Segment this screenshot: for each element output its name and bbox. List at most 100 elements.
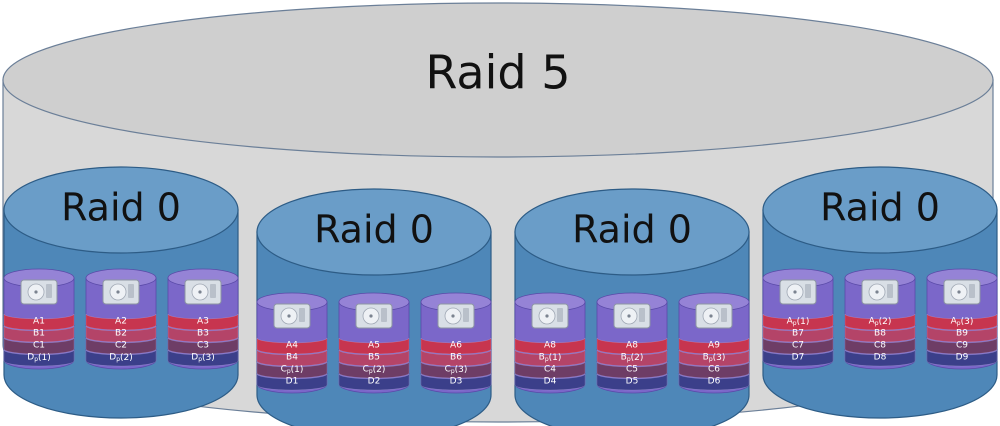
data-block: D4 bbox=[514, 373, 586, 391]
data-block: Dp(2) bbox=[85, 349, 157, 367]
data-block: B1 bbox=[3, 325, 75, 343]
hard-drive-icon bbox=[943, 279, 981, 305]
raid0-title: Raid 0 bbox=[820, 186, 940, 230]
data-block: C1 bbox=[3, 337, 75, 355]
data-block-label: D7 bbox=[792, 353, 805, 363]
data-block-label: Bp(2) bbox=[621, 353, 644, 363]
data-block: Dp(1) bbox=[3, 349, 75, 367]
data-block-label: Ap(3) bbox=[951, 317, 974, 327]
raid5-title: Raid 5 bbox=[425, 46, 570, 100]
data-block: D2 bbox=[338, 373, 410, 391]
data-block-label: B8 bbox=[874, 329, 886, 339]
data-block: B3 bbox=[167, 325, 239, 343]
data-block-label: Ap(1) bbox=[787, 317, 810, 327]
data-block: D3 bbox=[420, 373, 492, 391]
data-block: Ap(1) bbox=[762, 313, 834, 331]
data-block: Bp(2) bbox=[596, 349, 668, 367]
hard-drive-icon bbox=[20, 279, 58, 305]
data-block-label: D2 bbox=[368, 377, 381, 387]
data-block-label: A8 bbox=[544, 341, 556, 351]
data-block-label: C6 bbox=[708, 365, 720, 375]
data-block-label: B7 bbox=[792, 329, 804, 339]
data-block-label: A5 bbox=[368, 341, 380, 351]
hard-drive-icon bbox=[184, 279, 222, 305]
data-block: Cp(3) bbox=[420, 361, 492, 379]
data-block-label: Cp(3) bbox=[445, 365, 468, 375]
raid0-title: Raid 0 bbox=[314, 208, 434, 252]
data-block: C4 bbox=[514, 361, 586, 379]
data-block-label: C3 bbox=[197, 341, 209, 351]
hard-drive-icon bbox=[861, 279, 899, 305]
raid0-title: Raid 0 bbox=[572, 208, 692, 252]
data-block: B4 bbox=[256, 349, 328, 367]
data-block: C6 bbox=[678, 361, 750, 379]
hard-drive-icon bbox=[695, 303, 733, 329]
data-block-label: B2 bbox=[115, 329, 127, 339]
data-block: A5 bbox=[338, 337, 410, 355]
data-block-label: Cp(2) bbox=[363, 365, 386, 375]
data-block-label: A9 bbox=[708, 341, 720, 351]
hard-drive-icon bbox=[779, 279, 817, 305]
data-block: Cp(2) bbox=[338, 361, 410, 379]
data-block-label: C8 bbox=[874, 341, 886, 351]
data-block: Dp(3) bbox=[167, 349, 239, 367]
data-block: B5 bbox=[338, 349, 410, 367]
data-block-label: C9 bbox=[956, 341, 968, 351]
hard-drive-icon bbox=[355, 303, 393, 329]
data-block: B9 bbox=[926, 325, 998, 343]
data-block: A2 bbox=[85, 313, 157, 331]
data-block-label: B5 bbox=[368, 353, 380, 363]
data-block-label: D4 bbox=[544, 377, 557, 387]
data-block-label: Dp(1) bbox=[27, 353, 51, 363]
data-block-label: A1 bbox=[33, 317, 45, 327]
data-block: D5 bbox=[596, 373, 668, 391]
data-block: D7 bbox=[762, 349, 834, 367]
data-block-label: D9 bbox=[956, 353, 969, 363]
data-block: A9 bbox=[678, 337, 750, 355]
data-block-label: B1 bbox=[33, 329, 45, 339]
data-block: C2 bbox=[85, 337, 157, 355]
data-block-label: Bp(1) bbox=[539, 353, 562, 363]
data-block: C7 bbox=[762, 337, 834, 355]
data-block-label: D1 bbox=[286, 377, 299, 387]
data-block-label: A4 bbox=[286, 341, 298, 351]
data-block: Cp(1) bbox=[256, 361, 328, 379]
data-block-label: Dp(3) bbox=[191, 353, 215, 363]
data-block: Ap(3) bbox=[926, 313, 998, 331]
data-block-label: D3 bbox=[450, 377, 463, 387]
data-block-label: B4 bbox=[286, 353, 298, 363]
data-block-label: C2 bbox=[115, 341, 127, 351]
data-block: Ap(2) bbox=[844, 313, 916, 331]
data-block-label: B3 bbox=[197, 329, 209, 339]
data-block: C8 bbox=[844, 337, 916, 355]
data-block-label: B9 bbox=[956, 329, 968, 339]
data-block: C5 bbox=[596, 361, 668, 379]
data-block: B7 bbox=[762, 325, 834, 343]
hard-drive-icon bbox=[102, 279, 140, 305]
hard-drive-icon bbox=[531, 303, 569, 329]
data-block: C3 bbox=[167, 337, 239, 355]
data-block: C9 bbox=[926, 337, 998, 355]
data-block: Bp(1) bbox=[514, 349, 586, 367]
data-block: B2 bbox=[85, 325, 157, 343]
data-block-label: D5 bbox=[626, 377, 639, 387]
data-block-label: B6 bbox=[450, 353, 462, 363]
raid0-title: Raid 0 bbox=[61, 186, 181, 230]
data-block-label: A2 bbox=[115, 317, 127, 327]
hard-drive-icon bbox=[437, 303, 475, 329]
data-block: Bp(3) bbox=[678, 349, 750, 367]
data-block-label: C4 bbox=[544, 365, 556, 375]
